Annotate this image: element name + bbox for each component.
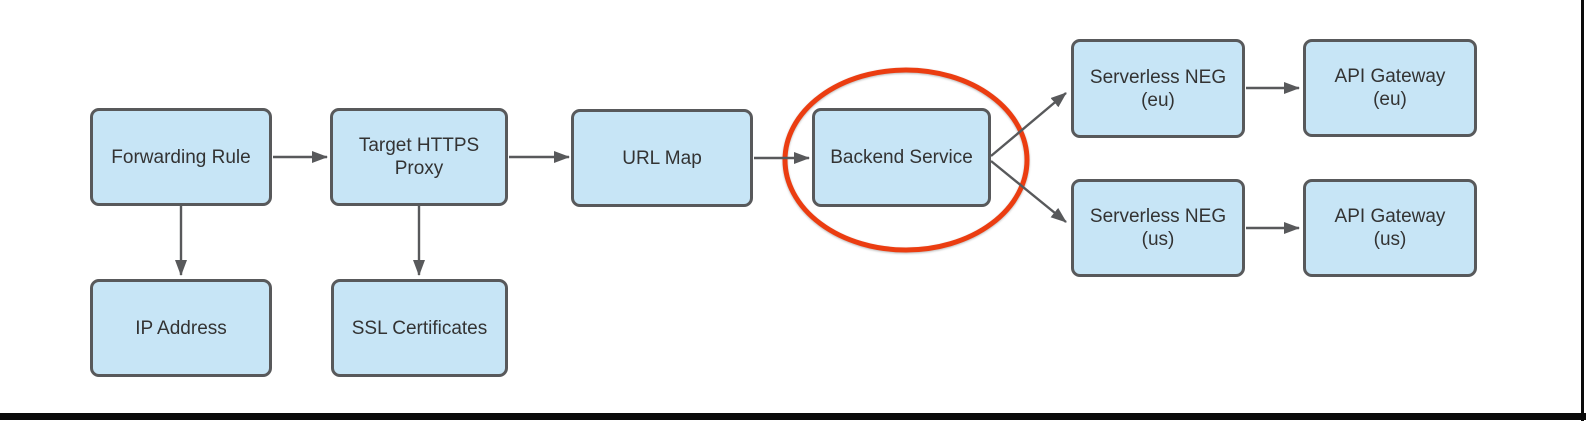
node-serverless-neg-eu: Serverless NEG (eu) — [1071, 39, 1245, 138]
node-ssl-certificates-label: SSL Certificates — [351, 317, 488, 339]
node-api-gateway-eu-label-line1: API Gateway — [1334, 66, 1446, 87]
node-target-https-proxy-label-line1: Target HTTPS — [358, 135, 480, 156]
node-api-gateway-us: API Gateway (us) — [1303, 179, 1477, 277]
node-serverless-neg-us-label-line2: (us) — [1141, 229, 1175, 250]
page-edge-bottom — [0, 413, 1586, 420]
node-ssl-certificates: SSL Certificates — [331, 279, 508, 377]
node-url-map: URL Map — [571, 109, 753, 207]
node-ip-address-label: IP Address — [135, 317, 227, 339]
node-serverless-neg-us-label-line1: Serverless NEG — [1089, 206, 1227, 227]
node-forwarding-rule-label: Forwarding Rule — [111, 146, 251, 168]
node-api-gateway-eu-label-line2: (eu) — [1373, 89, 1407, 110]
arrow-backend-service-to-serverless-neg-eu — [990, 92, 1067, 157]
node-api-gateway-us-label-line2: (us) — [1373, 229, 1407, 250]
node-serverless-neg-eu-label-line2: (eu) — [1141, 89, 1175, 111]
node-target-https-proxy-label-line2: Proxy — [394, 158, 444, 179]
node-serverless-neg-eu-label-line1: Serverless NEG — [1089, 66, 1227, 88]
node-forwarding-rule: Forwarding Rule — [90, 108, 272, 206]
node-backend-service-label: Backend Service — [830, 147, 973, 168]
node-ip-address: IP Address — [90, 279, 272, 377]
node-serverless-neg-us: Serverless NEG (us) — [1071, 179, 1245, 277]
node-target-https-proxy: Target HTTPS Proxy — [330, 108, 508, 206]
page-edge-right — [1581, 0, 1584, 421]
node-api-gateway-eu: API Gateway (eu) — [1303, 39, 1477, 137]
node-url-map-label: URL Map — [622, 147, 702, 169]
node-backend-service: Backend Service — [812, 108, 991, 207]
node-api-gateway-us-label-line1: API Gateway — [1334, 206, 1446, 227]
arrow-backend-service-to-serverless-neg-us — [990, 160, 1067, 223]
